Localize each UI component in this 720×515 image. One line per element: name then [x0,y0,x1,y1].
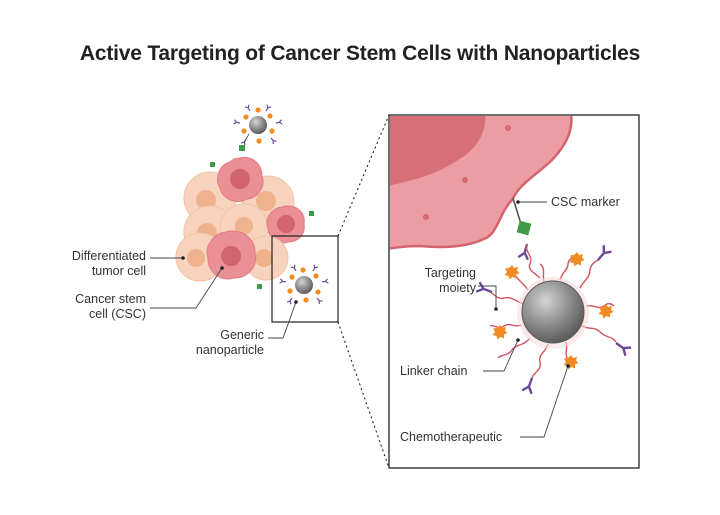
label-chemotherapeutic: Chemotherapeutic [400,430,503,444]
cancer-stem-cell [217,156,264,202]
label-cancer-stem-cell: Cancer stem cell (CSC) [44,292,146,322]
nanoparticle-icon [233,104,283,146]
label-generic-nanoparticle: Generic nanoparticle [160,328,264,358]
panel-leader-lines [478,200,570,438]
label-line: tumor cell [91,264,146,278]
diagram-title: Active Targeting of Cancer Stem Cells wi… [79,42,641,65]
label-linker-chain: Linker chain [400,364,468,378]
left-leader-lines [150,256,298,339]
receptor-stalk [512,197,522,225]
label-line: nanoparticle [195,343,264,357]
label-differentiated-tumor-cell: Differentiated tumor cell [44,249,146,279]
label-line: cell (CSC) [89,307,146,321]
csc-marker-icon [309,211,314,216]
csc-marker-icon [516,220,532,236]
cancer-stem-cell [206,230,257,280]
label-line: Targeting [424,266,476,280]
cancer-stem-cell [266,205,305,244]
label-targeting-moiety: Targeting moiety [394,266,476,296]
zoom-panel [388,114,640,469]
label-line: Differentiated [71,249,146,263]
cancer-stem-cell-membrane [390,116,573,250]
label-line: moiety [439,281,476,295]
zoom-connector [337,321,390,469]
large-nanoparticle [474,244,633,396]
csc-marker-icon [239,145,245,151]
tumor-cluster [175,145,314,289]
generic-nanoparticle-icon [279,264,329,305]
linker-chains [489,255,617,379]
csc-marker-icon [257,284,262,289]
zoom-connector [337,114,390,237]
label-line: Cancer stem [75,292,146,306]
label-line: Generic [220,328,264,342]
zoom-region-box [271,235,339,323]
csc-marker-icon [210,162,215,167]
label-csc-marker: CSC marker [551,195,620,209]
differentiated-tumor-cell [243,235,289,281]
